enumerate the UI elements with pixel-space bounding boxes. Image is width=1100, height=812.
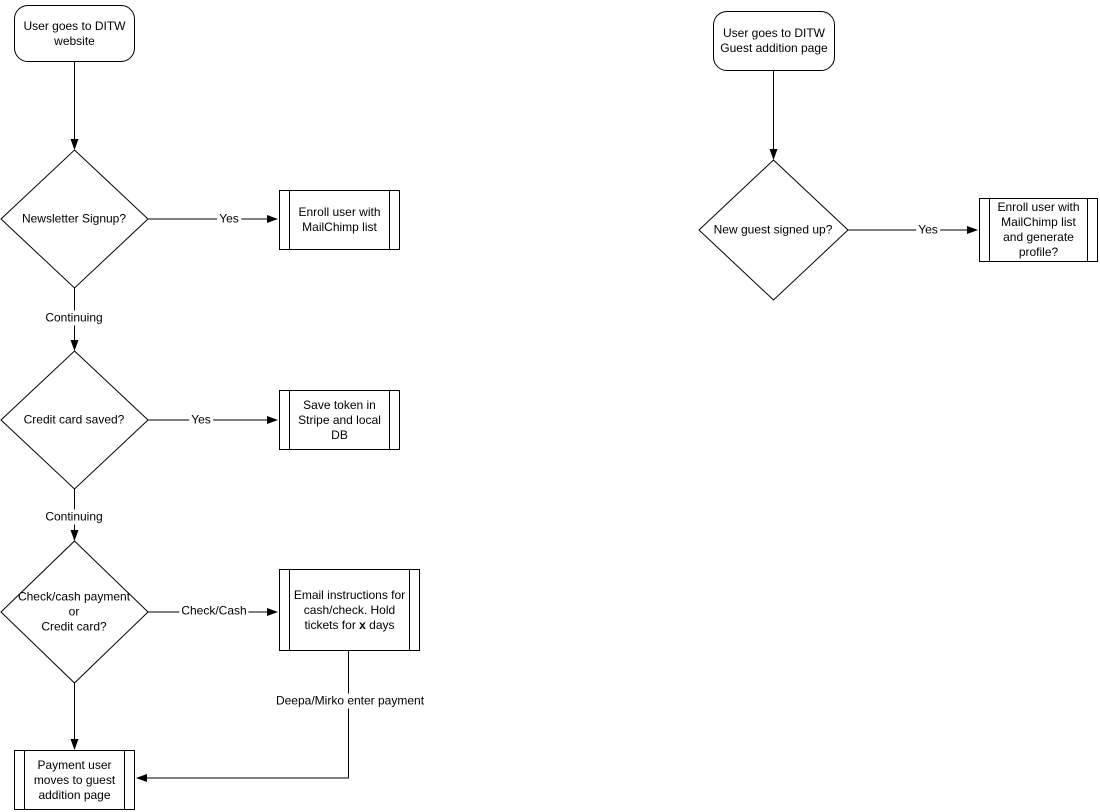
decision-credit-card-saved-label: Credit card saved? — [23, 412, 125, 427]
decision-credit-card-saved-shape[interactable] — [0, 350, 149, 490]
node-process-email-instructions[interactable]: Email instructions for cash/check. Hold … — [279, 569, 420, 651]
node-process-enroll-mailchimp-generate-profile-label: Enroll user with MailChimp list and gene… — [997, 200, 1080, 259]
node-process-email-instructions-label: Email instructions for cash/check. Hold … — [293, 588, 406, 633]
edge-label-continuing-2: Continuing — [43, 509, 105, 525]
node-process-save-token[interactable]: Save token in Stripe and local DB — [279, 390, 400, 450]
email-instructions-text-part2: days — [365, 617, 395, 632]
decision-newsletter-signup-shape[interactable] — [0, 149, 149, 289]
edge-label-continuing-1: Continuing — [43, 310, 105, 326]
email-instructions-text-part1: Email instructions for cash/check. Hold … — [293, 587, 406, 632]
decision-check-cash-line1: Check/cash payment — [17, 589, 131, 604]
decision-newsletter-signup-label: Newsletter Signup? — [21, 211, 127, 226]
node-process-enroll-mailchimp[interactable]: Enroll user with MailChimp list — [279, 190, 400, 250]
edge-label-yes-creditcard: Yes — [189, 412, 213, 428]
edge-label-yes-new-guest: Yes — [916, 222, 940, 238]
node-process-payment-moves-guest-page-label: Payment user moves to guest addition pag… — [33, 757, 116, 802]
decision-new-guest-signed-up-label: New guest signed up? — [713, 222, 833, 237]
node-start-guest-addition-page[interactable]: User goes to DITW Guest addition page — [713, 11, 835, 71]
decision-check-cash-line3: Credit card? — [41, 619, 107, 634]
edge-label-deepa-mirko-enter-payment: Deepa/Mirko enter payment — [273, 693, 427, 709]
node-process-enroll-mailchimp-generate-profile[interactable]: Enroll user with MailChimp list and gene… — [979, 198, 1098, 262]
edge-email-to-payment-node[interactable] — [136, 651, 349, 782]
decision-check-cash-or-credit-shape[interactable] — [0, 540, 149, 684]
node-process-enroll-mailchimp-label: Enroll user with MailChimp list — [298, 205, 381, 234]
node-start-website[interactable]: User goes to DITW website — [14, 5, 135, 62]
edge-label-check-cash: Check/Cash — [179, 603, 249, 619]
node-process-save-token-label: Save token in Stripe and local DB — [298, 397, 381, 442]
edge-label-yes-newsletter: Yes — [217, 211, 241, 227]
email-instructions-x-days: x — [359, 617, 366, 632]
node-start-website-label: User goes to DITW website — [23, 18, 126, 48]
node-process-payment-moves-guest-page[interactable]: Payment user moves to guest addition pag… — [14, 750, 135, 810]
decision-check-cash-line2: or — [68, 604, 80, 619]
node-start-guest-addition-page-label: User goes to DITW Guest addition page — [720, 26, 828, 55]
decision-new-guest-signed-up-shape[interactable] — [698, 159, 849, 301]
decision-check-cash-or-credit-label: Check/cash payment or Credit card? — [18, 590, 130, 635]
